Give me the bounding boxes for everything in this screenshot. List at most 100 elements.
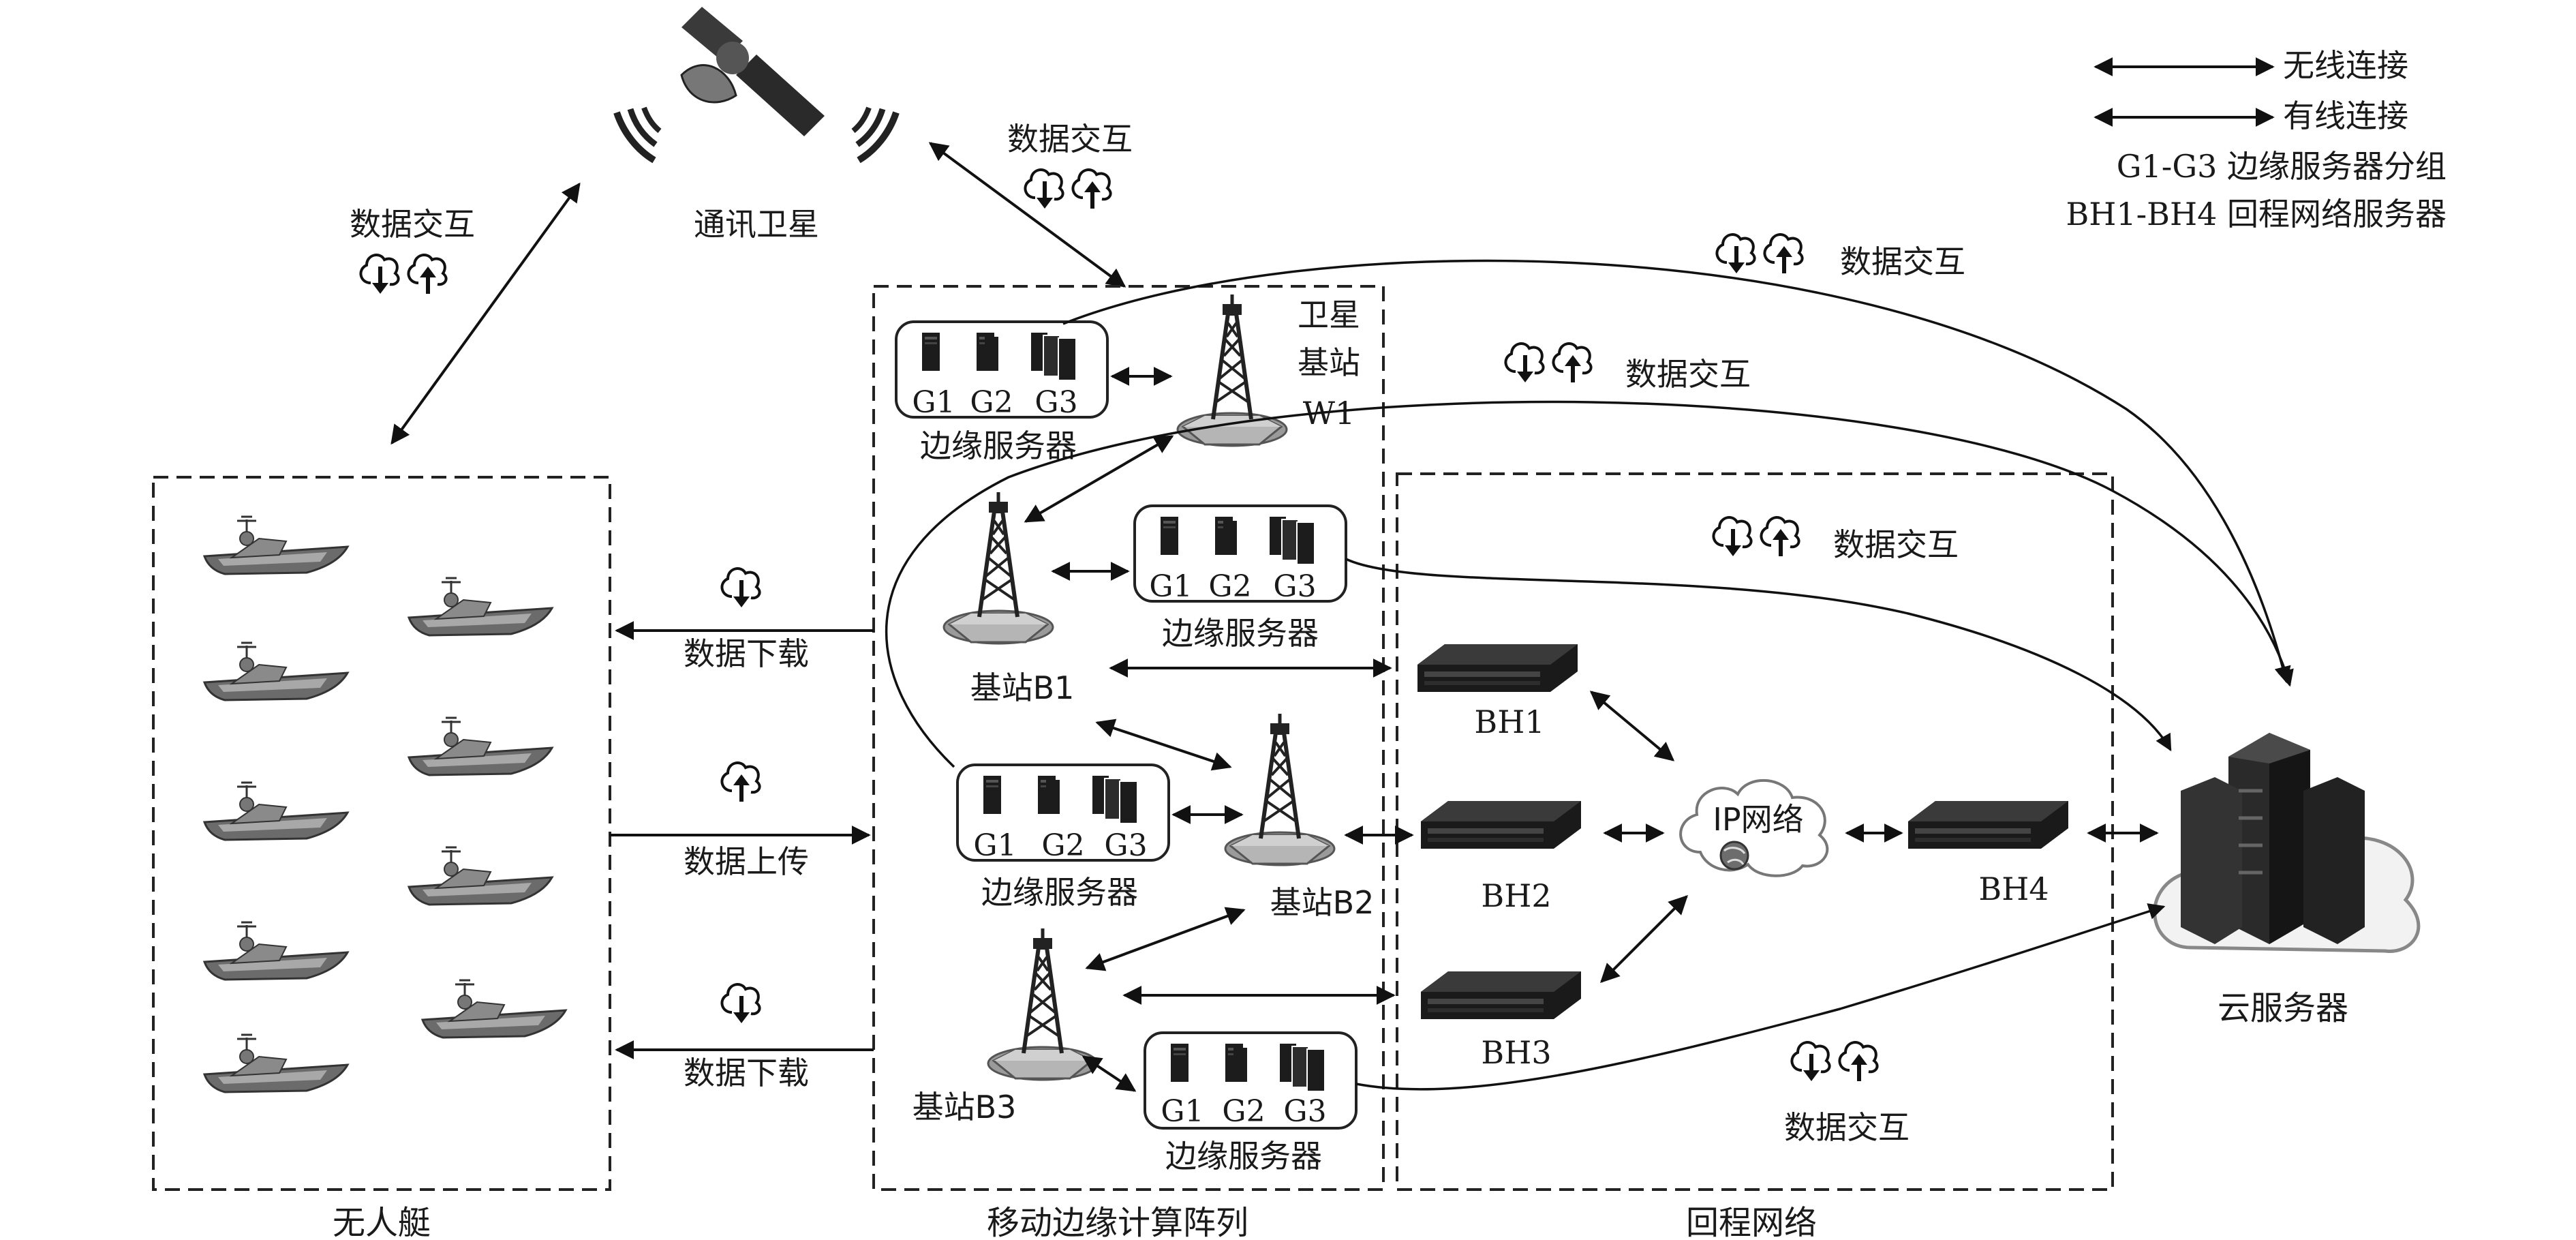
server-rack-icon <box>1421 971 1581 1019</box>
legend-wireless: 无线连接 <box>2283 47 2408 84</box>
w1-label-line2: 基站 <box>1298 344 1360 381</box>
bh3-ip-link <box>1600 895 1688 983</box>
download-icon <box>722 984 759 1023</box>
download-icon <box>1792 1042 1829 1081</box>
w1-cloud-curve <box>1062 259 2291 684</box>
upload-icon <box>1761 517 1798 556</box>
satellite-label: 通讯卫星 <box>694 206 819 243</box>
server-rack-icon <box>1908 801 2068 849</box>
download-icon <box>1713 517 1751 556</box>
cloud-icon <box>1679 778 1829 877</box>
satellite-icon <box>613 7 900 164</box>
bh2-label: BH2 <box>1481 877 1551 914</box>
bh1-ip-link <box>1589 691 1675 761</box>
bh1-label: BH1 <box>1474 704 1544 740</box>
upload-icon <box>1073 170 1110 209</box>
tower-icon <box>988 928 1097 1080</box>
g2-label: G2 <box>970 385 1013 420</box>
b1-b2-link <box>1095 719 1232 771</box>
flow-label-b2-cloud: 数据交互 <box>1625 356 1751 393</box>
upload-icon <box>722 763 759 802</box>
boat-icon <box>421 979 567 1039</box>
download-icon <box>361 255 398 294</box>
legend-wired: 有线连接 <box>2283 97 2408 134</box>
download-icon <box>1717 235 1754 273</box>
g1-label: G1 <box>973 828 1016 863</box>
download-icon <box>1505 344 1543 382</box>
edge-server-label: 边缘服务器 <box>1165 1138 1322 1175</box>
boat-icon <box>408 577 553 637</box>
region-label-usv: 无人艇 <box>333 1204 431 1240</box>
server-rack-icon <box>1421 801 1581 849</box>
flow-label-w1-cloud: 数据交互 <box>1840 243 1965 280</box>
download-icon <box>1025 170 1062 209</box>
edge-server-group-b3: G1 G2 G3 边缘服务器 <box>1145 1033 1356 1175</box>
flow-label-download-1: 数据下载 <box>684 635 809 672</box>
flow-label-sat-mec: 数据交互 <box>1007 121 1133 157</box>
boat-icon <box>203 515 349 575</box>
globe-icon <box>1719 841 1749 871</box>
g3-label: G3 <box>1034 385 1077 420</box>
b3-label: 基站B3 <box>913 1089 1017 1125</box>
upload-icon <box>1839 1042 1877 1081</box>
g2-label: G2 <box>1222 1094 1265 1129</box>
g2-label: G2 <box>1041 828 1084 863</box>
region-label-mec: 移动边缘计算阵列 <box>987 1204 1248 1240</box>
usv-region <box>152 476 611 1191</box>
w1-label-line1: 卫星 <box>1298 297 1360 333</box>
cloud-server-label: 云服务器 <box>2218 989 2348 1027</box>
boat-icon <box>203 641 349 701</box>
server-rack-icon <box>2181 733 2365 944</box>
g3-label: G3 <box>1273 569 1316 604</box>
download-icon <box>722 569 759 607</box>
upload-icon <box>408 255 446 294</box>
server-rack-icon <box>1417 644 1578 692</box>
mec-region <box>872 285 1385 1191</box>
g1-label: G1 <box>912 385 955 420</box>
b2-label: 基站B2 <box>1270 884 1375 921</box>
w1-b1-link <box>1024 435 1174 523</box>
region-label-backhaul: 回程网络 <box>1686 1204 1817 1240</box>
g1-label: G1 <box>1149 569 1192 604</box>
b1-group-cloud-curve <box>1345 558 2172 752</box>
sat-mec-link <box>928 142 1126 288</box>
legend: 无线连接 有线连接 G1-G3 边缘服务器分组 BH1-BH4 回程网络服务器 <box>2066 47 2447 232</box>
boat-icon <box>203 1033 349 1093</box>
upload-icon <box>1764 235 1802 273</box>
edge-server-group-b1: G1 G2 G3 边缘服务器 <box>1135 506 1346 652</box>
b3-group-cloud-curve <box>1355 903 2166 1091</box>
flow-label-download-2: 数据下载 <box>684 1055 809 1091</box>
boat-icon <box>203 781 349 841</box>
edge-server-group-w1: G1 G2 G3 边缘服务器 <box>896 322 1107 464</box>
b1-label: 基站B1 <box>970 669 1075 706</box>
ip-network-label: IP网络 <box>1713 801 1803 838</box>
flow-label-upload: 数据上传 <box>684 843 809 880</box>
g1-label: G1 <box>1161 1094 1203 1129</box>
edge-server-label: 边缘服务器 <box>981 874 1138 911</box>
usv-fleet <box>203 515 567 1093</box>
legend-groups: G1-G3 边缘服务器分组 <box>2117 148 2447 185</box>
legend-backhaul: BH1-BH4 回程网络服务器 <box>2066 196 2447 232</box>
bh4-label: BH4 <box>1978 871 2049 907</box>
b3-group-link <box>1082 1055 1137 1092</box>
boat-icon <box>408 716 553 776</box>
flow-label-b3-cloud: 数据交互 <box>1784 1109 1910 1146</box>
edge-server-label: 边缘服务器 <box>920 427 1077 464</box>
g3-label: G3 <box>1104 828 1147 863</box>
boat-icon <box>203 921 349 981</box>
flow-label-b1-cloud: 数据交互 <box>1833 526 1959 563</box>
tower-icon <box>1225 714 1334 865</box>
edge-server-label: 边缘服务器 <box>1162 615 1319 652</box>
b2-b3-link <box>1085 907 1246 971</box>
boat-icon <box>408 846 553 906</box>
flow-label-sat-usv: 数据交互 <box>350 206 475 243</box>
edge-server-group-b2: G1 G2 G3 边缘服务器 <box>957 765 1169 911</box>
g3-label: G3 <box>1283 1094 1326 1129</box>
b2-group-cloud-curve <box>885 400 2294 768</box>
cloud-server <box>2153 733 2421 953</box>
bh3-label: BH3 <box>1481 1034 1551 1071</box>
upload-icon <box>1553 344 1591 382</box>
sat-usv-link <box>390 182 581 445</box>
ip-network-cloud: IP网络 <box>1679 778 1829 877</box>
